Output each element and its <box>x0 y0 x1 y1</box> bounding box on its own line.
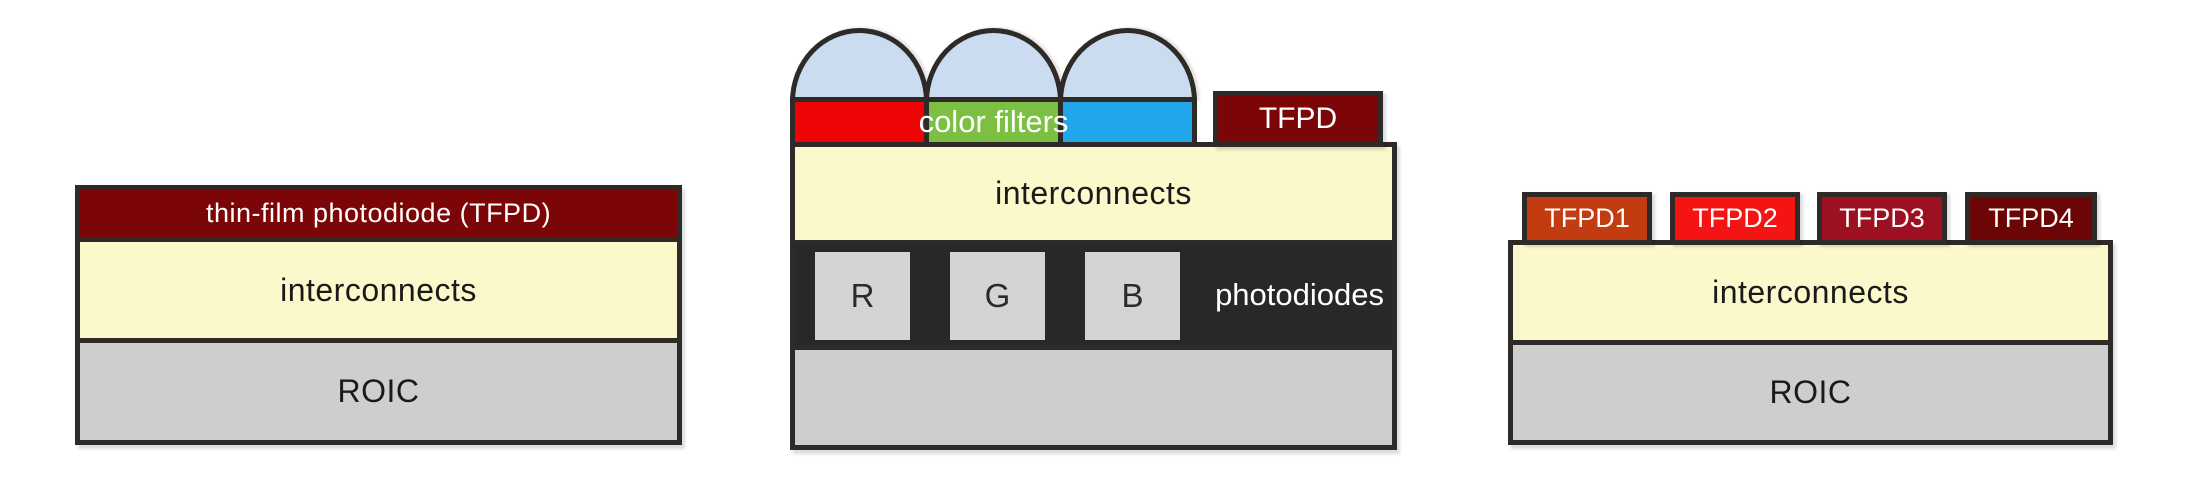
interconnects-label: interconnects <box>995 175 1192 211</box>
microlens-icon <box>924 28 1063 102</box>
interconnects-label: interconnects <box>1712 274 1909 310</box>
tfpd-layer-label: thin-film photodiode (TFPD) <box>205 198 552 228</box>
photodiode-cell-r-label: R <box>850 277 875 314</box>
photodiode-cell-b-label: B <box>1121 277 1144 314</box>
tfpd2-box: TFPD2 <box>1670 192 1800 245</box>
microlens-icon <box>790 28 929 102</box>
photodiodes-layer: R G B photodiodes <box>795 240 1392 345</box>
color-filter-strip <box>790 97 1197 147</box>
photodiode-cell-r: R <box>815 252 910 340</box>
roic-label: ROIC <box>1769 374 1852 410</box>
tfpd4-label: TFPD4 <box>1988 203 2074 233</box>
interconnects-layer: interconnects <box>1513 245 2108 340</box>
diagram-single-tfpd: thin-film photodiode (TFPD) interconnect… <box>75 185 682 445</box>
photodiode-cell-g-label: G <box>984 277 1011 314</box>
color-filters-label: color filters <box>918 104 1069 139</box>
roic-layer <box>795 345 1392 445</box>
interconnects-layer: interconnects <box>80 237 677 338</box>
tfpd1-box: TFPD1 <box>1522 192 1652 245</box>
green-filter <box>924 97 1063 147</box>
tfpd4-box: TFPD4 <box>1965 192 2097 245</box>
photodiode-cell-g: G <box>950 252 1045 340</box>
red-filter <box>790 97 929 147</box>
blue-filter <box>1058 97 1197 147</box>
photodiode-cell-b: B <box>1085 252 1180 340</box>
interconnects-layer: interconnects <box>795 147 1392 240</box>
tfpd2-label: TFPD2 <box>1692 203 1778 233</box>
diagram-cmos-rgb: interconnects R G B photodiodes <box>790 142 1397 450</box>
interconnects-label: interconnects <box>280 271 477 308</box>
tfpd-layer: thin-film photodiode (TFPD) <box>80 190 677 237</box>
tfpd3-label: TFPD3 <box>1839 203 1925 233</box>
roic-layer: ROIC <box>1513 340 2108 440</box>
tfpd3-box: TFPD3 <box>1817 192 1947 245</box>
diagram-multi-tfpd: interconnects ROIC <box>1508 240 2113 445</box>
roic-layer: ROIC <box>80 338 677 440</box>
tfpd1-label: TFPD1 <box>1544 203 1630 233</box>
tfpd-box-label: TFPD <box>1258 102 1338 135</box>
photodiodes-label: photodiodes <box>1215 277 1384 312</box>
roic-label: ROIC <box>337 373 420 409</box>
tfpd-box: TFPD <box>1213 91 1383 147</box>
microlens-icon <box>1058 28 1197 102</box>
